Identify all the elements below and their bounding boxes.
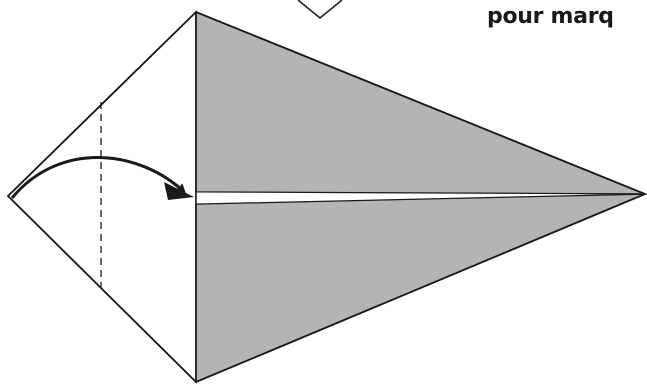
arrowhead-icon <box>164 182 194 200</box>
crease-line-lower <box>195 193 646 205</box>
kite-outline <box>6 10 647 384</box>
curved-arrow-icon <box>10 156 187 199</box>
chevron-down-icon <box>297 0 343 19</box>
crease-line-upper <box>195 191 646 195</box>
instruction-caption: pour marq <box>487 4 614 29</box>
